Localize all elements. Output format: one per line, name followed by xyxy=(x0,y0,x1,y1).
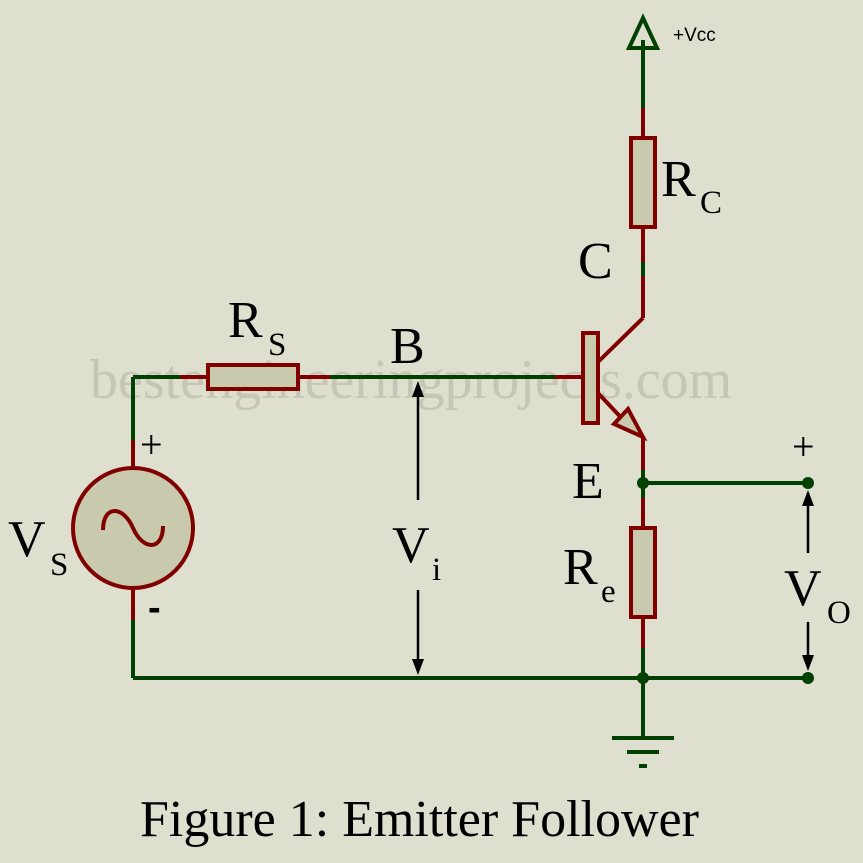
vi-label: V xyxy=(392,517,430,574)
watermark: bestengineeringprojects.com xyxy=(90,349,732,411)
rc-label: R xyxy=(661,151,696,208)
resistor-rs xyxy=(206,363,300,391)
npn-transistor-icon xyxy=(581,331,600,425)
base-label: B xyxy=(390,318,425,375)
junction-dots xyxy=(637,477,814,684)
figure-caption: Figure 1: Emitter Follower xyxy=(140,791,699,848)
vs-minus: - xyxy=(148,587,161,629)
vo-arrows xyxy=(802,490,814,671)
vs-label: V xyxy=(8,511,46,568)
re-label: R xyxy=(563,539,598,596)
vo-label: V xyxy=(784,560,822,617)
components xyxy=(71,108,657,648)
resistor-rc xyxy=(629,136,657,229)
terminal-vo-plus xyxy=(802,477,814,489)
sine-wave-icon xyxy=(101,509,165,547)
vcc-label: +Vcc xyxy=(673,25,716,46)
supply-arrow-icon xyxy=(625,13,661,50)
vo-plus: + xyxy=(792,424,815,469)
vi-arrows xyxy=(412,381,424,675)
wires xyxy=(131,40,809,738)
vo-sub: O xyxy=(827,595,851,631)
vi-sub: i xyxy=(432,552,441,588)
rs-label: R xyxy=(228,292,263,349)
rs-sub: S xyxy=(268,327,286,363)
node-emitter xyxy=(637,477,649,489)
re-sub: e xyxy=(601,574,616,610)
emitter-label: E xyxy=(572,453,604,510)
resistor-re xyxy=(629,526,657,619)
ground-icon xyxy=(612,736,674,768)
terminal-vo-minus xyxy=(802,672,814,684)
vs-sub: S xyxy=(50,547,68,583)
rc-sub: C xyxy=(700,185,722,221)
vs-plus: + xyxy=(140,422,163,467)
node-ground-rail xyxy=(637,672,649,684)
emitter-arrow xyxy=(610,405,648,442)
collector-label: C xyxy=(578,233,613,290)
